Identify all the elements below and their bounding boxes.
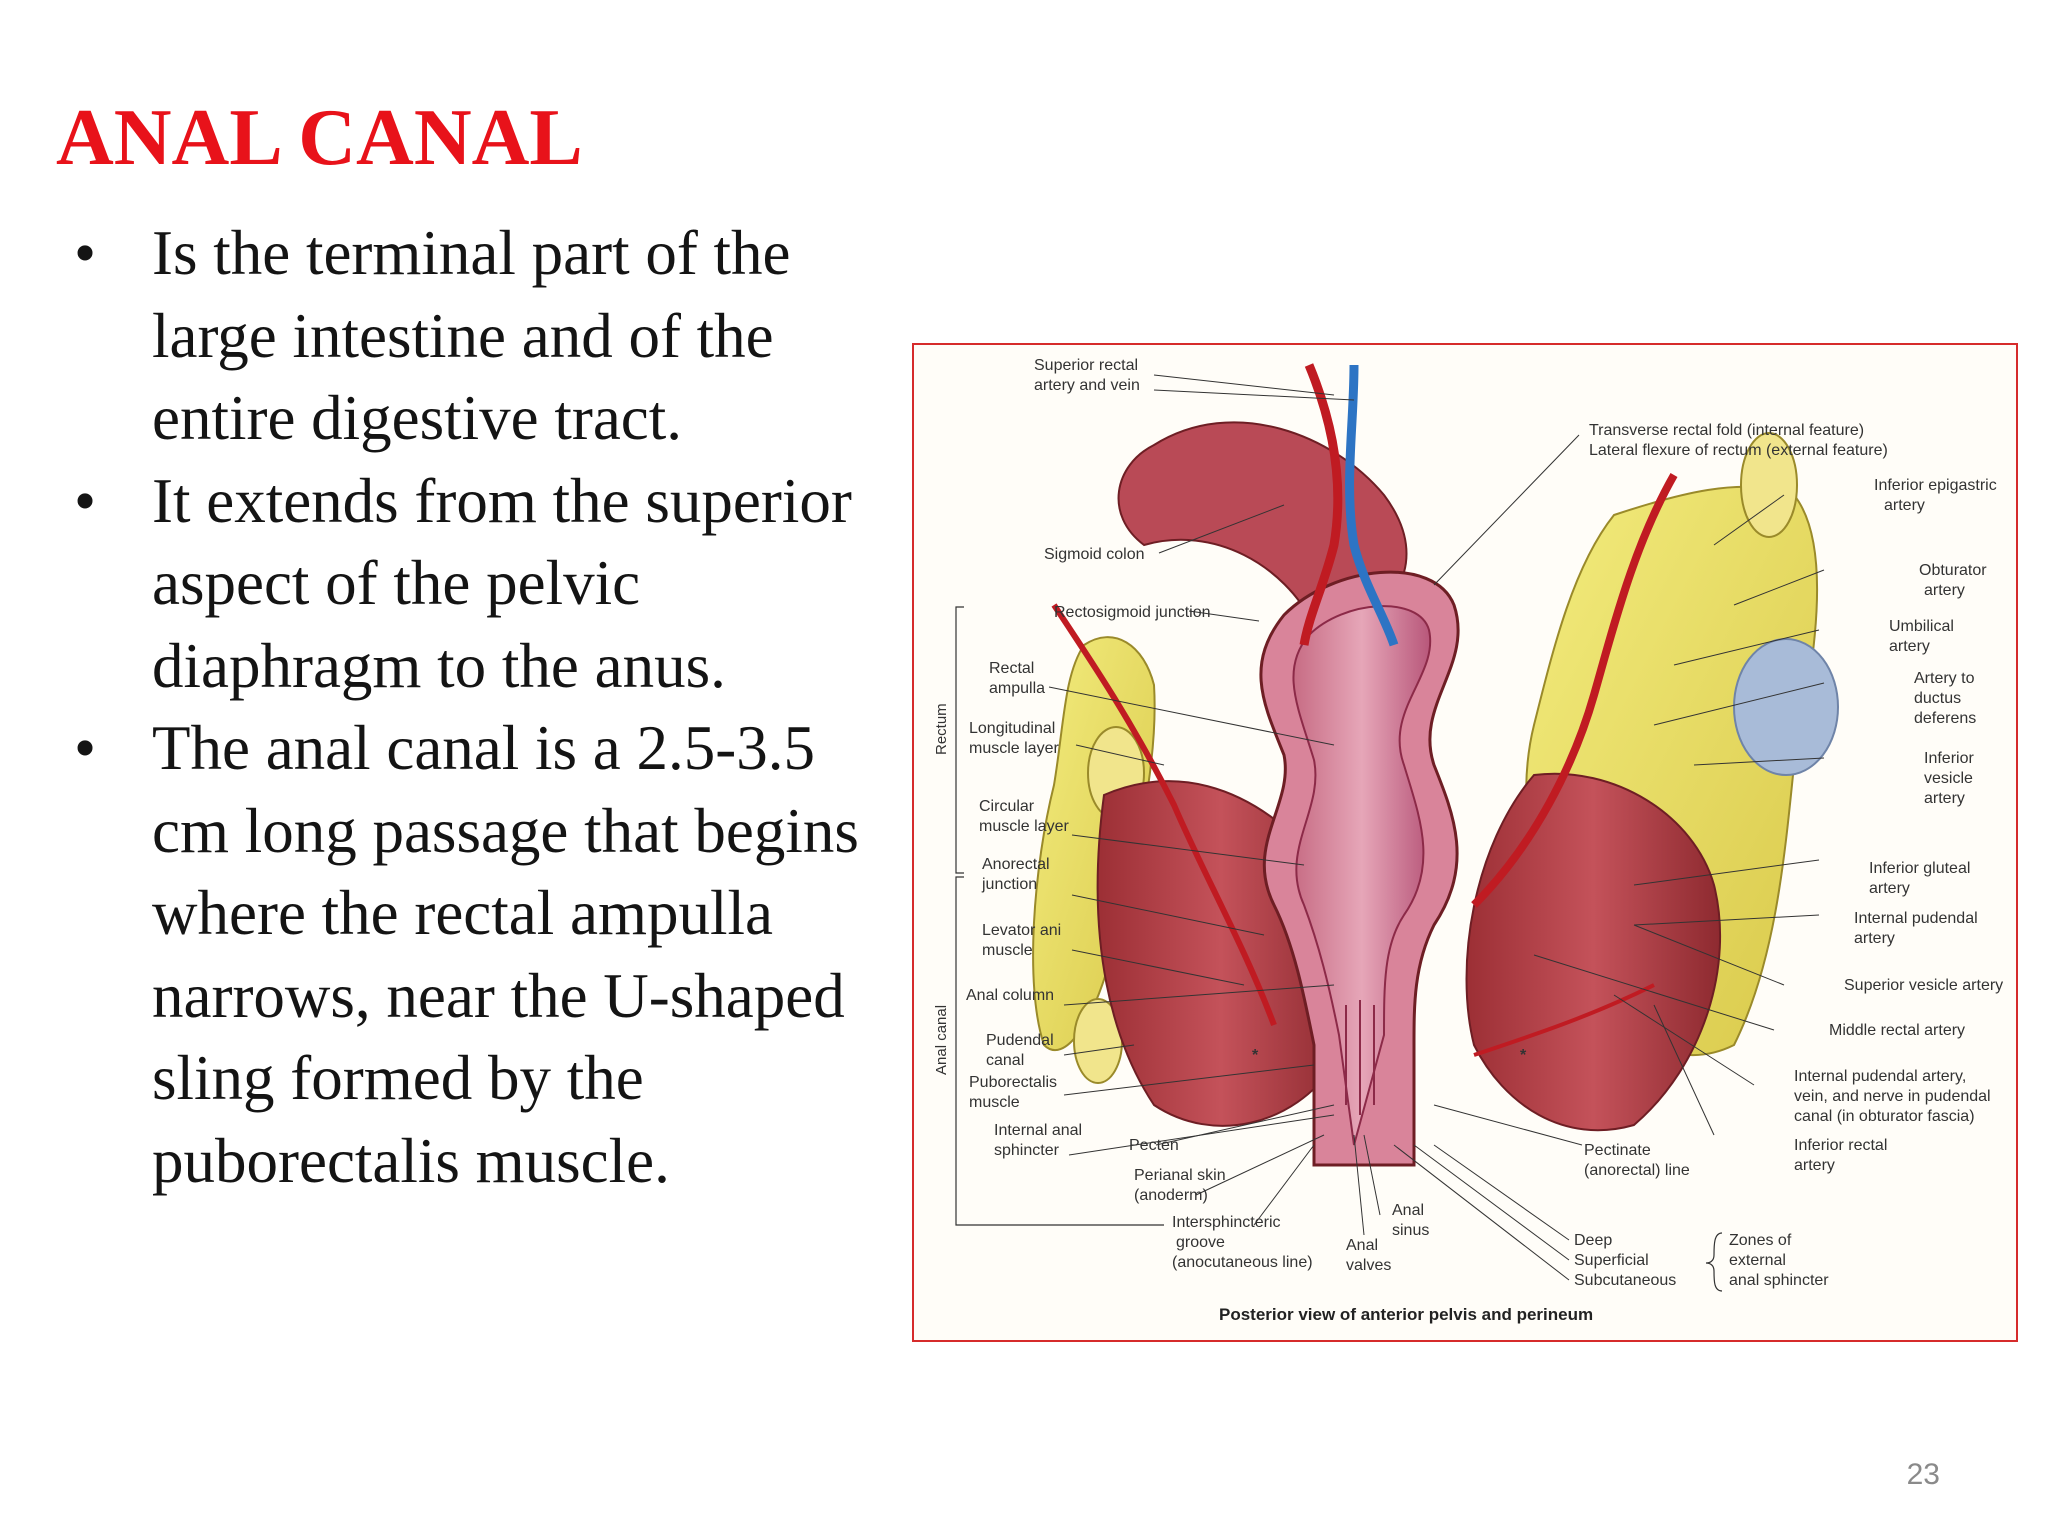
- label-sigmoid-colon: Sigmoid colon: [1044, 546, 1145, 563]
- label-lateral-flexure: Lateral flexure of rectum (external feat…: [1589, 442, 1888, 459]
- rectum-side-label: Rectum: [933, 703, 950, 755]
- bullet-icon: •: [74, 465, 97, 536]
- asterisk-right: *: [1520, 1047, 1527, 1064]
- left-iliac-artery: [1051, 603, 1277, 1027]
- anatomy-figure: Rectum Anal canal Superior rectal artery…: [912, 343, 2018, 1342]
- label-zones: Zones of: [1729, 1232, 1792, 1249]
- bullet-item: • It extends from the superior aspect of …: [62, 460, 892, 708]
- label-anal-sinus-2: sinus: [1392, 1222, 1429, 1239]
- label-intersphincteric-2: groove: [1176, 1234, 1225, 1251]
- label-rectal-ampulla: Rectal: [989, 660, 1034, 677]
- label-inferior-gluteal: Inferior gluteal: [1869, 860, 1970, 877]
- label-anal-sinus: Anal: [1392, 1202, 1424, 1219]
- bullet-text: It extends from the superior aspect of t…: [152, 465, 852, 701]
- label-pectinate-2: (anorectal) line: [1584, 1162, 1690, 1179]
- label-internal-pudendal-2: artery: [1854, 930, 1895, 947]
- label-rectosigmoid: Rectosigmoid junction: [1054, 604, 1211, 621]
- bullet-text: Is the terminal part of the large intest…: [152, 218, 791, 453]
- slide-title: ANAL CANAL: [56, 94, 583, 182]
- label-obturator-2: artery: [1924, 582, 1965, 599]
- anal-columns: [1345, 1000, 1375, 1115]
- anal-canal-side-label: Anal canal: [933, 1005, 950, 1075]
- label-pudendal-canal-2: canal: [986, 1052, 1024, 1069]
- superior-rectal-vein: [1345, 364, 1399, 647]
- label-subcutaneous: Subcutaneous: [1574, 1272, 1676, 1289]
- label-ipan: Internal pudendal artery,: [1794, 1068, 1966, 1085]
- levator-ani-right: [1465, 772, 1721, 1132]
- label-perianal: Perianal skin: [1134, 1167, 1226, 1184]
- label-pudendal-canal: Pudendal: [986, 1032, 1054, 1049]
- label-pecten: Pecten: [1129, 1137, 1179, 1154]
- pubic-bone-right: [1740, 432, 1798, 538]
- label-ductus-3: deferens: [1914, 710, 1976, 727]
- label-umbilical: Umbilical: [1889, 618, 1954, 635]
- label-zones-3: anal sphincter: [1729, 1272, 1829, 1289]
- label-intersphincteric: Intersphincteric: [1172, 1214, 1281, 1231]
- label-obturator: Obturator: [1919, 562, 1987, 579]
- label-inferior-epigastric-2: artery: [1884, 497, 1925, 514]
- label-middle-rectal: Middle rectal artery: [1829, 1022, 1965, 1039]
- label-rectal-ampulla-2: ampulla: [989, 680, 1045, 697]
- zones-brace: [1705, 1232, 1723, 1292]
- label-levator-2: muscle: [982, 942, 1033, 959]
- label-ipan-3: canal (in obturator fascia): [1794, 1108, 1975, 1125]
- label-superior-rectal-2: artery and vein: [1034, 377, 1140, 394]
- label-anal-column: Anal column: [966, 987, 1054, 1004]
- obturator-region: [1733, 638, 1839, 776]
- bullet-icon: •: [74, 713, 97, 783]
- label-circular-2: muscle layer: [979, 818, 1069, 835]
- label-ductus-2: ductus: [1914, 690, 1961, 707]
- label-puborectalis-2: muscle: [969, 1094, 1020, 1111]
- label-inferior-gluteal-2: artery: [1869, 880, 1910, 897]
- label-anal-valves-2: valves: [1346, 1257, 1391, 1274]
- label-ipan-2: vein, and nerve in pudendal: [1794, 1088, 1991, 1105]
- label-ductus: Artery to: [1914, 670, 1975, 687]
- label-superficial: Superficial: [1574, 1252, 1649, 1269]
- slide-number: 23: [1906, 1458, 1940, 1491]
- bullet-text: The anal canal is a 2.5-3.5 cm long pass…: [152, 713, 859, 1196]
- bullet-item: • The anal canal is a 2.5-3.5 cm long pas…: [62, 707, 892, 1202]
- label-internal-sphincter: Internal anal: [994, 1122, 1082, 1139]
- label-deep: Deep: [1574, 1232, 1612, 1249]
- label-superior-vesicle: Superior vesicle artery: [1844, 977, 2003, 994]
- anatomy-illustration: Rectum Anal canal Superior rectal artery…: [933, 357, 2003, 1324]
- leader-lines: [1048, 374, 1825, 1281]
- label-anorectal-2: junction: [981, 876, 1037, 893]
- figure-caption: Posterior view of anterior pelvis and pe…: [1219, 1305, 1593, 1324]
- label-inferior-rectal: Inferior rectal: [1794, 1137, 1887, 1154]
- inferior-rectal-artery: [1473, 983, 1655, 1057]
- bullet-list: • Is the terminal part of the large intes…: [62, 212, 892, 1202]
- bullet-item: • Is the terminal part of the large intes…: [62, 212, 892, 460]
- label-longitudinal: Longitudinal: [969, 720, 1055, 737]
- label-intersphincteric-3: (anocutaneous line): [1172, 1254, 1313, 1271]
- label-puborectalis: Puborectalis: [969, 1074, 1057, 1091]
- side-bracket: [955, 606, 1164, 1226]
- label-pectinate: Pectinate: [1584, 1142, 1651, 1159]
- label-anorectal: Anorectal: [982, 856, 1050, 873]
- label-circular: Circular: [979, 798, 1035, 815]
- label-inferior-vesicle: Inferior: [1924, 750, 1974, 767]
- label-inferior-rectal-2: artery: [1794, 1157, 1835, 1174]
- label-inferior-epigastric: Inferior epigastric: [1874, 477, 1997, 494]
- label-umbilical-2: artery: [1889, 638, 1930, 655]
- label-inferior-vesicle-3: artery: [1924, 790, 1965, 807]
- label-internal-sphincter-2: sphincter: [994, 1142, 1060, 1159]
- asterisk-left: *: [1252, 1047, 1259, 1064]
- label-internal-pudendal: Internal pudendal: [1854, 910, 1978, 927]
- label-inferior-vesicle-2: vesicle: [1924, 770, 1973, 787]
- bullet-icon: •: [74, 218, 97, 288]
- label-perianal-2: (anoderm): [1134, 1187, 1208, 1204]
- rectum-lumen: [1292, 605, 1432, 1146]
- superior-rectal-artery: [1299, 363, 1343, 646]
- internal-iliac-artery: [1471, 473, 1678, 908]
- label-zones-2: external: [1729, 1252, 1786, 1269]
- label-levator: Levator ani: [982, 922, 1061, 939]
- label-transverse-fold: Transverse rectal fold (internal feature…: [1589, 422, 1864, 439]
- label-anal-valves: Anal: [1346, 1237, 1378, 1254]
- label-longitudinal-2: muscle layer: [969, 740, 1059, 757]
- label-superior-rectal: Superior rectal: [1034, 357, 1138, 374]
